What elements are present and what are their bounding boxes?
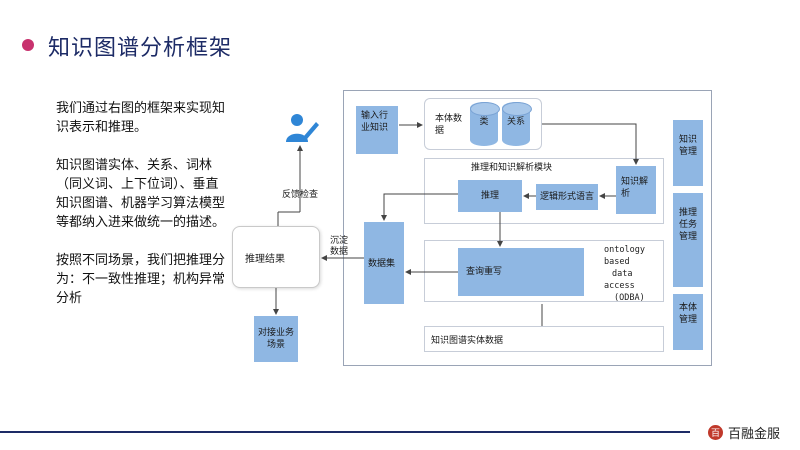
- logic-language-box: 逻辑形式语言: [536, 184, 598, 210]
- knowledge-management-box: 知识管理: [673, 120, 703, 186]
- title-bullet: [22, 39, 34, 51]
- ontology-management-box: 本体管理: [673, 294, 703, 350]
- description-paragraph-1: 我们通过右图的框架来实现知识表示和推理。: [56, 101, 226, 135]
- brand-name: 百融金服: [728, 427, 781, 442]
- ontology-data-label: 本体数据: [435, 114, 463, 136]
- odba-line: data: [612, 269, 633, 279]
- relation-database-icon: 关系: [502, 102, 532, 146]
- class-db-label: 类: [479, 117, 489, 127]
- sediment-data-label: 沉淀数据: [330, 236, 349, 257]
- odba-line: ontology: [604, 245, 645, 255]
- brand-mark-icon: 百: [708, 425, 723, 440]
- user-edit-icon: [286, 114, 319, 142]
- page-title: 知识图谱分析框架: [48, 36, 233, 61]
- knowledge-parsing-box: 知识解析: [616, 166, 656, 214]
- business-scene-box: 对接业务场景: [254, 316, 298, 362]
- input-industry-knowledge-box: 输入行业知识: [356, 106, 398, 154]
- odba-line: access: [604, 281, 635, 291]
- query-rewrite-box: 查询重写: [458, 248, 584, 296]
- reasoning-result-box: 推理结果: [232, 226, 320, 288]
- description: 我们通过右图的框架来实现知识表示和推理。 知识图谱实体、关系、词林（同义词、上下…: [56, 99, 226, 327]
- description-paragraph-2: 知识图谱实体、关系、词林（同义词、上下位词）、垂直知识图谱、机器学习算法模型等都…: [56, 158, 226, 230]
- dataset-box: 数据集: [364, 222, 404, 304]
- odba-line: based: [604, 257, 630, 267]
- feedback-check-label: 反馈检查: [282, 190, 319, 200]
- reasoning-box: 推理: [458, 180, 522, 212]
- class-database-icon: 类: [470, 102, 500, 146]
- description-paragraph-3: 按照不同场景，我们把推理分为：不一致性推理；机构异常分析: [56, 253, 226, 306]
- reasoning-task-management-box: 推理任务管理: [673, 193, 703, 287]
- brand-logo: 百 百融金服: [708, 423, 780, 442]
- reasoning-module-label: 推理和知识解析模块: [471, 163, 553, 173]
- relation-db-label: 关系: [506, 117, 525, 127]
- footer-divider: [0, 431, 690, 433]
- kg-entity-data-box: 知识图谱实体数据: [424, 326, 664, 352]
- odba-text: ontology based data access (ODBA): [604, 244, 670, 304]
- odba-line: (ODBA): [614, 293, 645, 303]
